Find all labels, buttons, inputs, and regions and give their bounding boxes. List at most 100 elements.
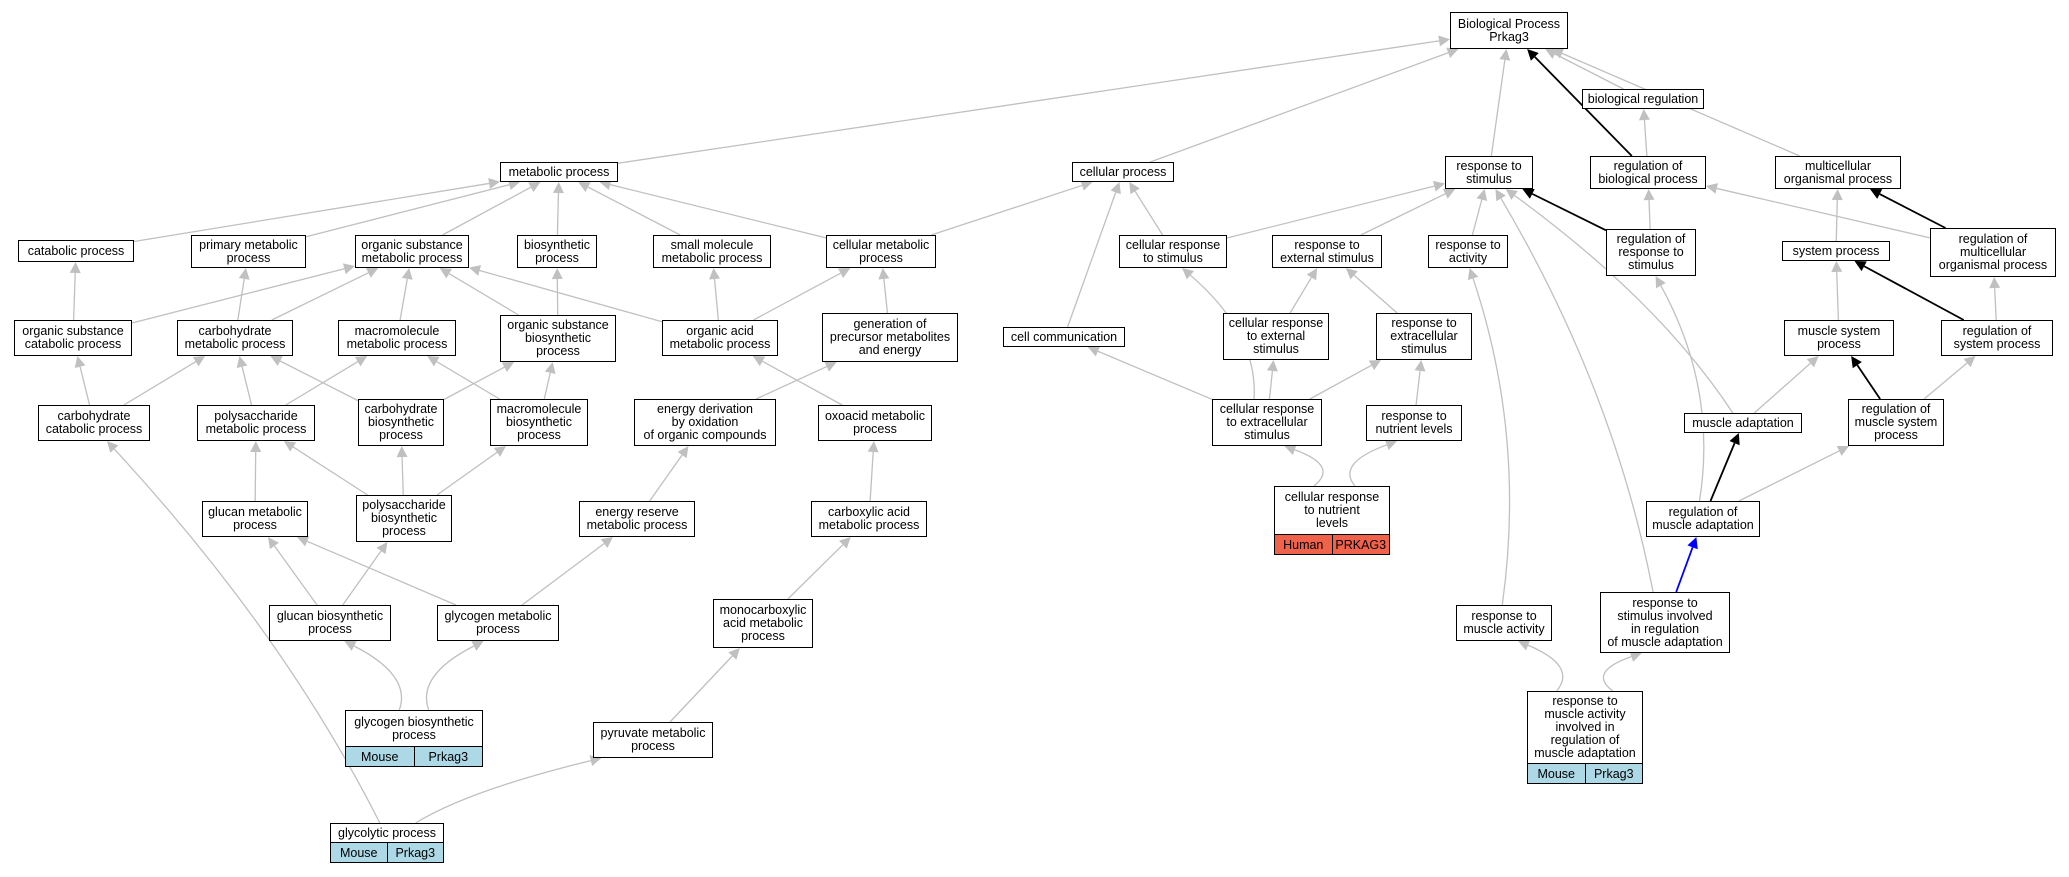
node-glycogen-biosynth[interactable]: glycogen biosynthetic process bbox=[345, 710, 483, 747]
node-glucan-metabolic[interactable]: glucan metabolic process bbox=[202, 501, 308, 537]
node-carb-biosynth[interactable]: carbohydrate biosynthetic process bbox=[358, 399, 444, 446]
node-org-sub-catabolic[interactable]: organic substance catabolic process bbox=[14, 320, 132, 356]
node-primary-metabolic[interactable]: primary metabolic process bbox=[191, 235, 306, 268]
edge-arrowhead bbox=[528, 182, 541, 193]
node-reg-resp-stimulus[interactable]: regulation of response to stimulus bbox=[1606, 229, 1696, 276]
node-cell-communication[interactable]: cell communication bbox=[1003, 327, 1125, 347]
node-resp-stim-muscle-adapt[interactable]: response to stimulus involved in regulat… bbox=[1600, 592, 1730, 653]
edge-arrowhead bbox=[1517, 640, 1531, 651]
edge-arrowhead bbox=[488, 177, 500, 189]
node-macromol-biosynth[interactable]: macromolecule biosynthetic process bbox=[490, 399, 588, 446]
edge-line bbox=[306, 540, 457, 606]
node-org-sub-metabolic[interactable]: organic substance metabolic process bbox=[355, 235, 469, 268]
edge-arrowhead bbox=[267, 537, 279, 550]
node-resp-muscle-activity[interactable]: response to muscle activity bbox=[1456, 605, 1552, 641]
node-resp-extracellular[interactable]: response to extracellular stimulus bbox=[1376, 313, 1472, 360]
node-cell-resp-nutrient[interactable]: cellular response to nutrient levels bbox=[1274, 486, 1390, 535]
species-badge: Human bbox=[1275, 535, 1332, 554]
edge-arrowhead bbox=[1989, 277, 2001, 289]
node-cellular-process[interactable]: cellular process bbox=[1072, 162, 1174, 182]
node-small-molecule[interactable]: small molecule metabolic process bbox=[653, 235, 771, 268]
edge-line bbox=[787, 544, 844, 600]
edge-arrowhead bbox=[1087, 346, 1101, 357]
node-gen-precursor[interactable]: generation of precursor metabolites and … bbox=[822, 313, 958, 362]
edge-line bbox=[442, 186, 532, 236]
edge-line bbox=[1527, 644, 1564, 692]
node-bio-regulation[interactable]: biological regulation bbox=[1582, 89, 1704, 109]
gene-badge: Prkag3 bbox=[413, 747, 482, 766]
edge-line bbox=[271, 272, 369, 321]
node-system-process[interactable]: system process bbox=[1782, 241, 1890, 261]
edge-arrowhead bbox=[600, 537, 613, 548]
node-reg-muscle-adaptation[interactable]: regulation of muscle adaptation bbox=[1646, 501, 1760, 537]
node-organic-acid[interactable]: organic acid metabolic process bbox=[662, 320, 778, 356]
node-resp-nutrient[interactable]: response to nutrient levels bbox=[1366, 405, 1462, 441]
node-reg-multicellular[interactable]: regulation of multicellular organismal p… bbox=[1930, 228, 2056, 277]
edge-line bbox=[72, 272, 76, 321]
edge-arrowhead bbox=[469, 265, 482, 276]
node-glycolytic[interactable]: glycolytic process bbox=[330, 823, 444, 843]
edge-line bbox=[1531, 193, 1607, 232]
node-org-sub-biosynth[interactable]: organic substance biosynthetic process bbox=[500, 315, 616, 362]
edge-line bbox=[1738, 450, 1840, 502]
node-cell-resp-extracellular[interactable]: cellular response to extracellular stimu… bbox=[1212, 399, 1322, 446]
node-polysacch-metabolic[interactable]: polysaccharide metabolic process bbox=[197, 405, 315, 441]
node-carb-metabolic[interactable]: carbohydrate metabolic process bbox=[177, 320, 293, 356]
node-multicellular[interactable]: multicellular organismal process bbox=[1775, 156, 1901, 189]
node-metabolic[interactable]: metabolic process bbox=[500, 162, 618, 182]
edge-line bbox=[762, 360, 843, 406]
node-reg-system[interactable]: regulation of system process bbox=[1941, 320, 2053, 356]
edge-arrowhead bbox=[344, 641, 357, 651]
node-resp-external[interactable]: response to external stimulus bbox=[1272, 235, 1382, 268]
edge-line bbox=[1554, 53, 1624, 90]
node-reg-bio-process[interactable]: regulation of biological process bbox=[1590, 156, 1706, 189]
node-pyruvate[interactable]: pyruvate metabolic process bbox=[593, 722, 713, 758]
node-energy-reserve[interactable]: energy reserve metabolic process bbox=[579, 501, 695, 537]
edge-line bbox=[1643, 119, 1648, 157]
node-biosynthetic[interactable]: biosynthetic process bbox=[517, 235, 597, 268]
edge-arrowhead bbox=[1643, 189, 1655, 201]
node-polysacch-biosynth[interactable]: polysaccharide biosynthetic process bbox=[356, 495, 452, 542]
edge-line bbox=[279, 360, 359, 402]
edge-line bbox=[1709, 442, 1736, 502]
node-cell-resp-stimulus[interactable]: cellular response to stimulus bbox=[1119, 235, 1227, 268]
node-response-stimulus[interactable]: response to stimulus bbox=[1445, 156, 1533, 189]
node-carb-catabolic[interactable]: carbohydrate catabolic process bbox=[38, 405, 150, 441]
node-glucan-biosynth[interactable]: glucan biosynthetic process bbox=[269, 605, 391, 641]
edge-arrowhead bbox=[728, 648, 740, 660]
node-cell-resp-external[interactable]: cellular response to external stimulus bbox=[1223, 313, 1329, 360]
edge-arrowhead bbox=[192, 356, 206, 367]
edge-arrowhead bbox=[1687, 537, 1698, 550]
edge-arrowhead bbox=[1629, 651, 1642, 662]
node-bp[interactable]: Biological Process Prkag3 bbox=[1450, 12, 1568, 49]
node-cellular-metabolic[interactable]: cellular metabolic process bbox=[826, 235, 936, 268]
node-catabolic[interactable]: catabolic process bbox=[18, 240, 134, 262]
node-glycogen-metabolic[interactable]: glycogen metabolic process bbox=[437, 605, 559, 641]
edge-line bbox=[1226, 185, 1435, 239]
node-muscle-system[interactable]: muscle system process bbox=[1784, 320, 1894, 356]
edge-arrowhead bbox=[471, 641, 484, 651]
edge-arrowhead bbox=[1129, 182, 1140, 195]
edge-arrowhead bbox=[1384, 439, 1398, 450]
node-reg-muscle-system[interactable]: regulation of muscle system process bbox=[1848, 399, 1944, 446]
edge-line bbox=[436, 361, 500, 400]
node-muscle-adaptation[interactable]: muscle adaptation bbox=[1684, 413, 1802, 433]
node-resp-activity[interactable]: response to activity bbox=[1428, 235, 1508, 268]
edge-arrowhead bbox=[1110, 182, 1121, 195]
node-oxoacid[interactable]: oxoacid metabolic process bbox=[818, 405, 932, 441]
edge-line bbox=[353, 645, 403, 711]
edge-line bbox=[1836, 271, 1840, 321]
node-resp-muscle-activity-reg[interactable]: response to muscle activity involved in … bbox=[1527, 691, 1643, 764]
edge-arrowhead bbox=[1854, 261, 1867, 272]
edge-arrowhead bbox=[238, 268, 250, 280]
node-macromol-metabolic[interactable]: macromolecule metabolic process bbox=[338, 320, 456, 356]
edge-arrowhead bbox=[1831, 189, 1843, 201]
edge-arrowhead bbox=[1729, 433, 1740, 446]
edge-line bbox=[543, 372, 551, 400]
node-monocarboxylic[interactable]: monocarboxylic acid metabolic process bbox=[713, 599, 813, 648]
node-energy-derivation[interactable]: energy derivation by oxidation of organi… bbox=[634, 399, 776, 446]
edge-arrowhead bbox=[878, 268, 890, 280]
node-carboxylic[interactable]: carboxylic acid metabolic process bbox=[811, 501, 927, 537]
